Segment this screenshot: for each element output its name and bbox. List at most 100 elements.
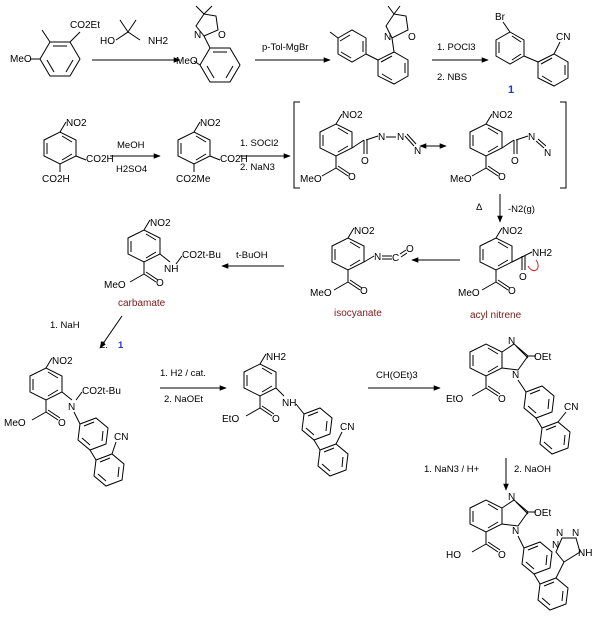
label-eto-bzim: EtO: [446, 394, 463, 405]
label-eto-diamine: EtO: [222, 414, 239, 425]
label-co2h-3: CO2H: [220, 154, 248, 165]
electron-arrow: [527, 259, 539, 272]
diamine-ethyl-ester: NH2 NH O EtO CN: [222, 352, 354, 477]
label-nh-diamine: NH: [282, 398, 296, 409]
reagent-nah: 1. NaH: [50, 320, 80, 331]
label-boc-alkylated: CO2t-Bu: [82, 386, 121, 397]
reagent-orthoformate: CH(OEt)3: [376, 370, 418, 381]
oxazoline-anisole: N O MeO: [176, 5, 241, 83]
reagent-meoh: MeOH: [117, 140, 145, 151]
reagent-pocl3: 1. POCl3: [437, 42, 476, 53]
reagent-socl2: 1. SOCl2: [240, 138, 279, 149]
label-nh2-diamine: NH2: [266, 352, 286, 363]
label-no2-nitrene: NO2: [502, 226, 523, 237]
label-meo-nitrene: MeO: [458, 288, 480, 299]
label-cn-diamine: CN: [340, 422, 354, 433]
label-cand-o: O: [498, 550, 506, 561]
candesartan: N N OEt O HO N N N NH: [446, 492, 592, 611]
label-oxazoline-o-2: O: [408, 32, 416, 43]
compound-1-bromomethyl-biphenyl: Br CN 1: [495, 12, 570, 96]
label-no2-azide-b: NO2: [492, 110, 513, 121]
label-cand-n1: N: [512, 526, 519, 537]
label-co2h-1: CO2H: [86, 154, 114, 165]
label-ho: HO: [100, 36, 115, 47]
label-azide-b-o: O: [511, 156, 519, 167]
name-isocyanate: isocyanate: [334, 308, 382, 319]
reagent-tbuoh: t-BuOH: [236, 250, 268, 261]
amino-alcohol: HO NH2: [100, 19, 168, 47]
acyl-azide-resonance-a: NO2 O N N N O MeO: [300, 110, 421, 185]
reagent-grignard: p-Tol-MgBr: [262, 42, 308, 53]
label-tet-nh: NH: [578, 548, 592, 559]
label-azide-b-n1: N: [528, 132, 535, 143]
label-meo-isocyanate: MeO: [310, 288, 332, 299]
benzimidazole-ester: N N OEt O EtO CN: [446, 336, 578, 455]
reagent-naoet: 2. NaOEt: [164, 394, 203, 405]
label-n-alkylated: N: [68, 402, 75, 413]
label-boc-carbamate: CO2t-Bu: [182, 250, 221, 261]
label-oxazoline-o: O: [218, 30, 226, 41]
label-cn-alkylated: CN: [114, 432, 128, 443]
reagent-nan3-acid: 1. NaN3 / H+: [424, 464, 480, 475]
label-carbamate-o: O: [156, 278, 164, 289]
acyl-nitrene: NO2 O NH2 O MeO acyl nitrene: [458, 226, 552, 321]
label-bzim-n3: N: [508, 336, 515, 347]
label-azide-a-n1: N: [378, 132, 385, 143]
label-nitrene-o: O: [519, 272, 527, 283]
label-tet-n3: N: [572, 528, 579, 539]
label-meo-2: MeO: [176, 56, 198, 67]
label-oxazoline-n-2: N: [384, 32, 391, 43]
label-no2-carbamate: NO2: [150, 218, 171, 229]
label-iso-c: C: [392, 253, 399, 264]
label-co2h-2: CO2H: [42, 174, 70, 185]
reagent-h2-cat: 1. H2 / cat.: [160, 368, 206, 379]
acyl-azide-resonance-b: NO2 O N N O MeO: [450, 110, 551, 185]
label-cn: CN: [556, 32, 570, 43]
reagent-naoh: 2. NaOH: [514, 464, 551, 475]
label-iso-o: O: [406, 244, 414, 255]
reagent-compound-1: 1: [118, 340, 124, 351]
label-no2-alkylated: NO2: [52, 356, 73, 367]
ethyl-methoxybenzoate: CO2Et MeO: [10, 20, 100, 77]
label-nitrene-o2: O: [508, 286, 516, 297]
label-nitrene-nh2: NH2: [532, 248, 552, 259]
label-nh2: NH2: [148, 36, 168, 47]
label-tet-n2: N: [556, 528, 563, 539]
bracket-right: [560, 101, 567, 189]
label-meo: MeO: [10, 54, 32, 65]
label-oxazoline-n: N: [194, 30, 201, 41]
label-oet-bzim: OEt: [534, 352, 551, 363]
label-ho-acid: HO: [446, 550, 461, 561]
biphenyl-oxazoline: N O: [329, 5, 416, 85]
label-no2-acid: NO2: [66, 118, 87, 129]
label-co2me: CO2Me: [176, 174, 211, 185]
label-nh-carbamate: NH: [164, 264, 178, 275]
label-br: Br: [495, 12, 506, 23]
label-alkylated-o: O: [58, 418, 66, 429]
label-meo-alkylated: MeO: [4, 418, 26, 429]
reagent-h2so4: H2SO4: [116, 164, 147, 175]
label-no2-azide-a: NO2: [342, 110, 363, 121]
label-cn-bzim: CN: [564, 402, 578, 413]
name-acyl-nitrene: acyl nitrene: [470, 310, 522, 321]
arrow-step9: [99, 315, 123, 349]
reagent-nbs: 2. NBS: [437, 72, 467, 83]
label-azide-a-n3: N: [414, 146, 421, 157]
reagent-heat: Δ: [476, 202, 483, 213]
label-co2et: CO2Et: [70, 20, 100, 31]
label-azide-a-n2: N: [397, 132, 404, 143]
bracket-left: [293, 101, 300, 189]
carbamate: NO2 NH CO2t-Bu O MeO carbamate: [104, 218, 221, 309]
label-azide-b-n2: N: [544, 148, 551, 159]
reagent-nan3: 2. NaN3: [240, 162, 275, 173]
label-no2-ester: NO2: [200, 118, 221, 129]
label-azide-a-o2: O: [348, 172, 356, 183]
label-no2-isocyanate: NO2: [354, 226, 375, 237]
reagent-loss-n2: -N2(g): [508, 204, 535, 215]
label-oet-cand: OEt: [534, 508, 551, 519]
nitrophthalic-acid: NO2 CO2H CO2H: [42, 118, 114, 185]
name-carbamate: carbamate: [118, 298, 166, 309]
label-azide-b-o2: O: [498, 172, 506, 183]
label-cand-n3: N: [508, 492, 515, 503]
